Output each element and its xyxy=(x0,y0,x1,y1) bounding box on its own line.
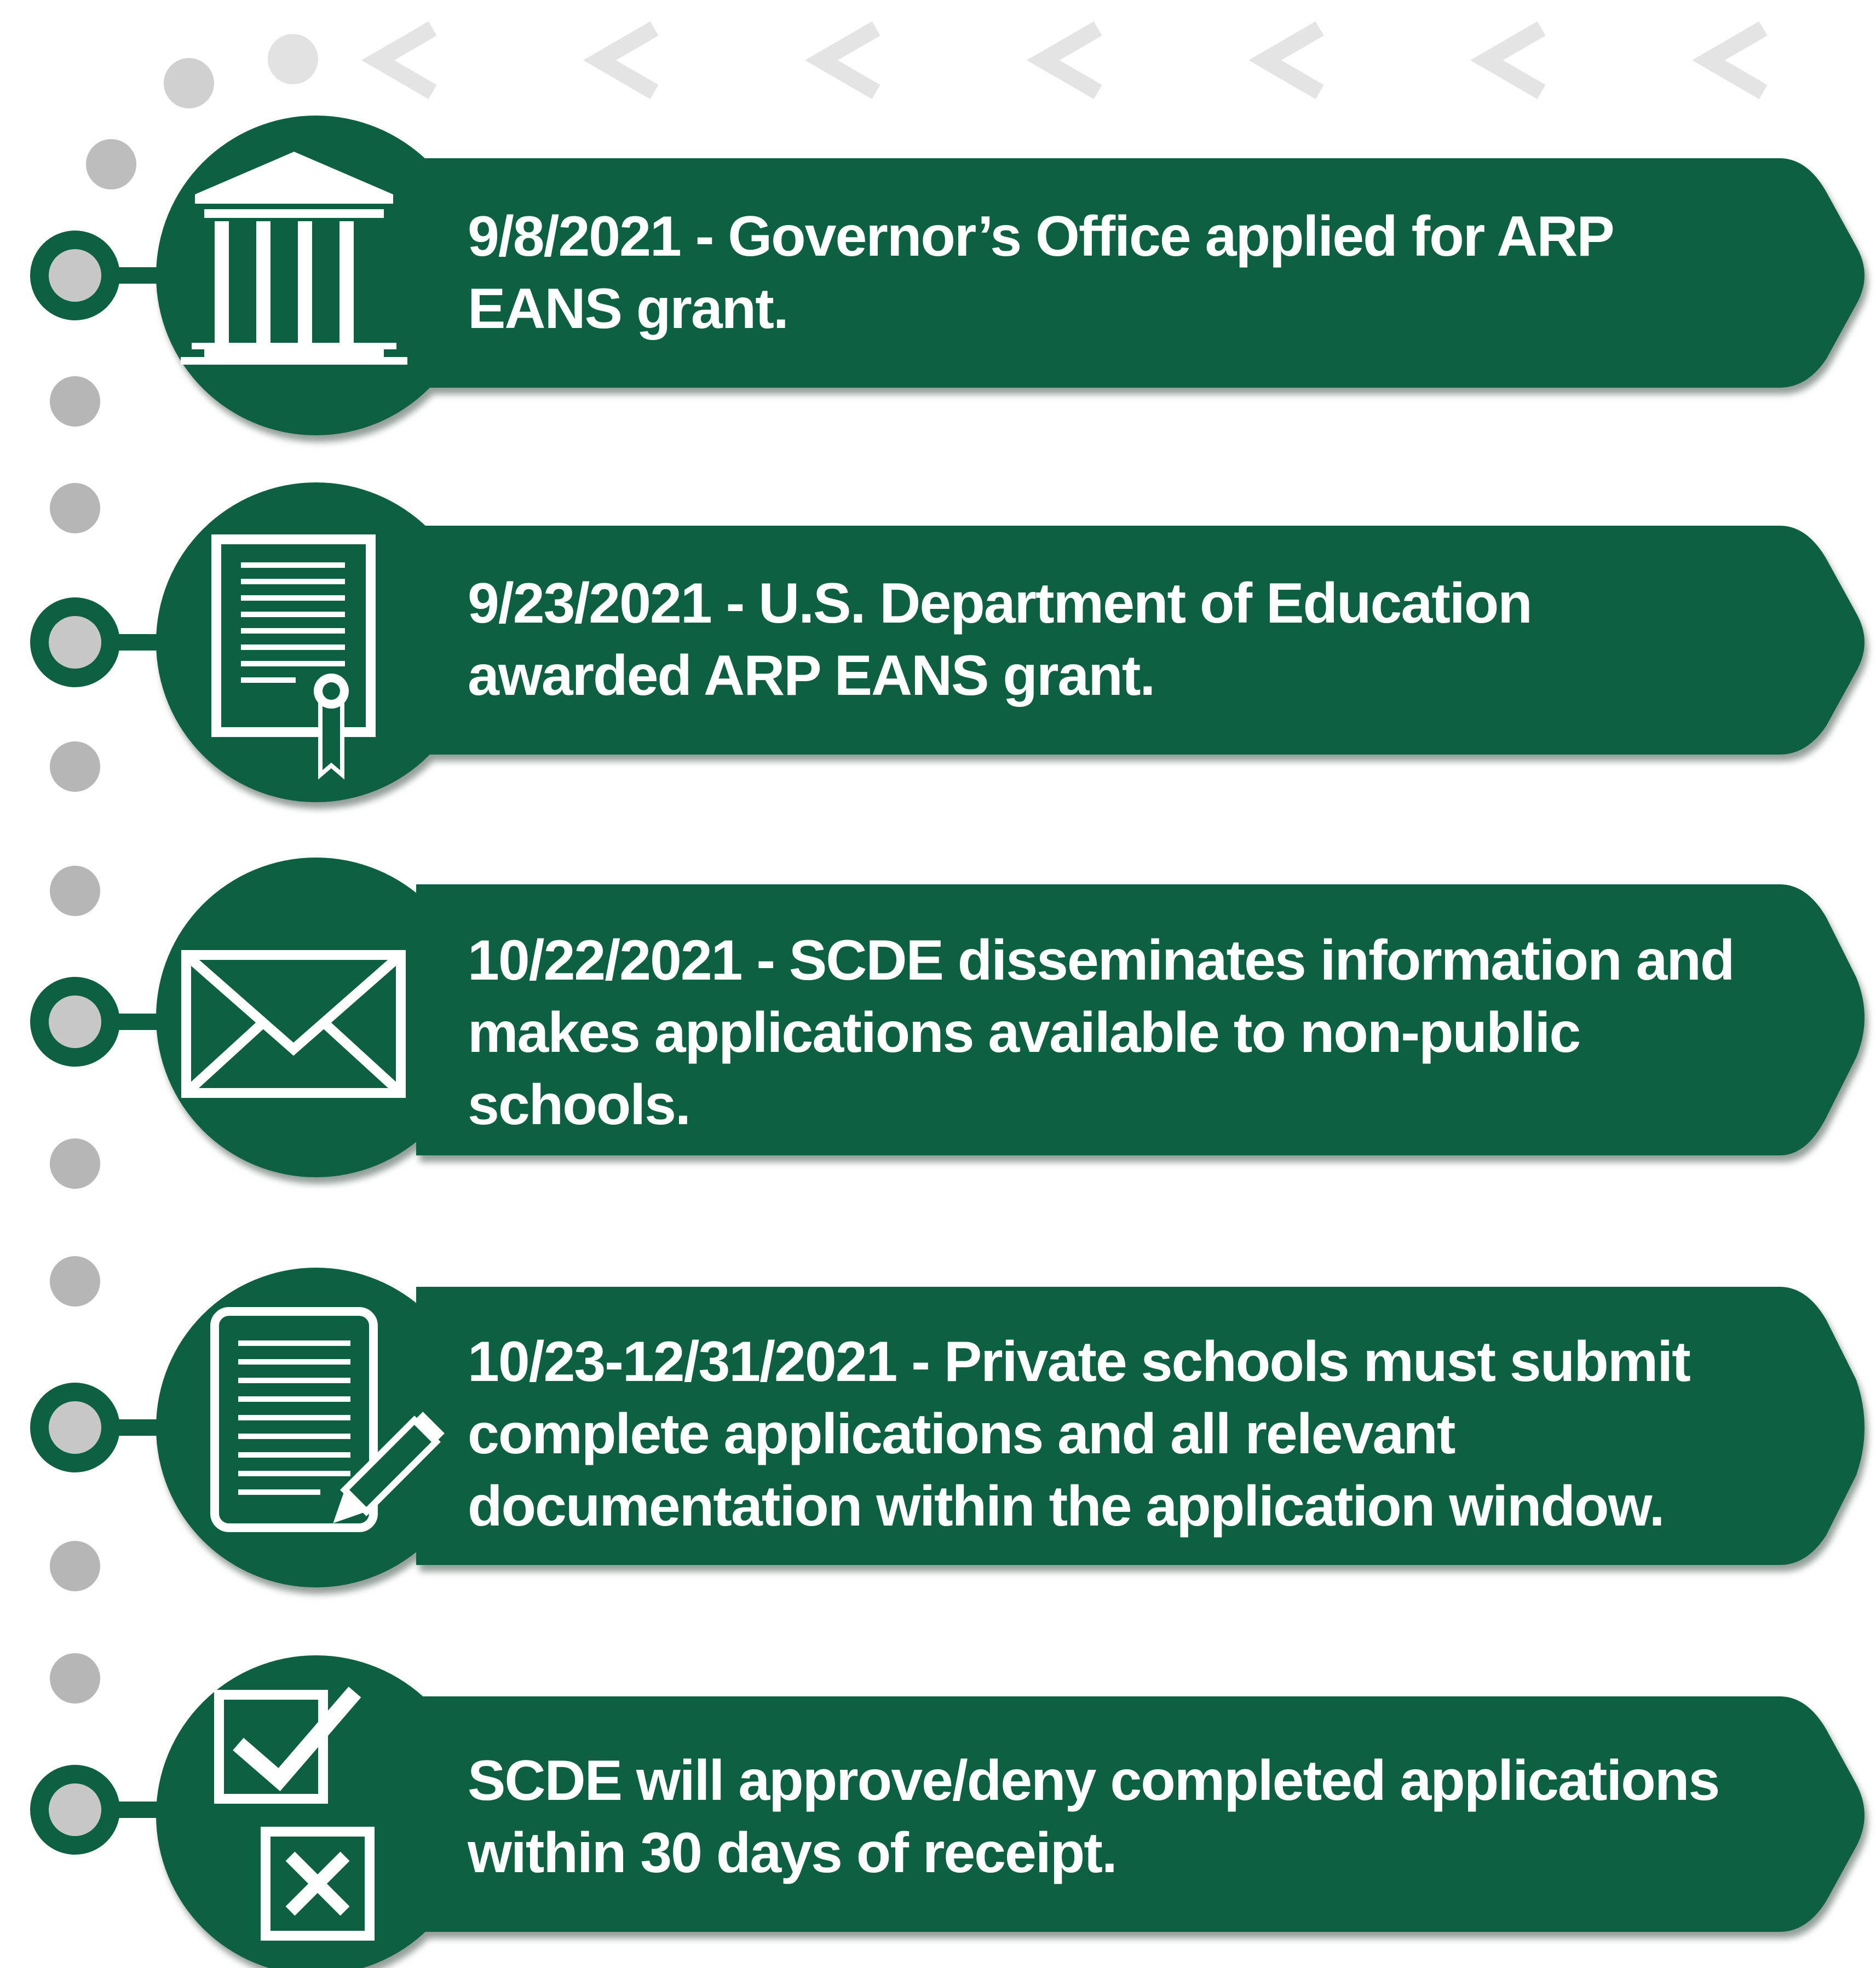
event-text-5: SCDE will approve/deny completed applica… xyxy=(468,1749,1720,1885)
connector-dot xyxy=(50,1256,100,1307)
chevron-left-icon xyxy=(583,21,659,99)
event-text-2: 9/23/2021 - U.S. Department of Education… xyxy=(468,572,1533,707)
connector-dot xyxy=(50,376,100,427)
chevron-left-icon xyxy=(1248,21,1324,99)
connector-dot xyxy=(50,1653,100,1704)
connector-dot xyxy=(50,741,100,792)
chevron-left-icon xyxy=(1470,21,1546,99)
envelope-icon xyxy=(181,950,406,1098)
certificate-document-icon xyxy=(211,534,376,780)
banner-4 xyxy=(156,1268,1865,1587)
chevron-row xyxy=(361,21,1768,99)
banner-2 xyxy=(156,482,1865,802)
banner-5 xyxy=(156,1655,1865,1968)
connector-dots xyxy=(50,34,318,1704)
checkbox-approve-deny-icon xyxy=(214,1687,375,1941)
event-text-1: 9/8/2021 - Governor’s Office applied for… xyxy=(468,205,1614,341)
connector-dot xyxy=(50,483,100,533)
timeline-row-5 xyxy=(30,1655,1865,1968)
chevron-left-icon xyxy=(1027,21,1102,99)
connector-dot xyxy=(50,1138,100,1189)
timeline-row-1 xyxy=(30,116,1865,435)
event-text-4: 10/23-12/31/2021 - Private schools must … xyxy=(468,1330,1691,1538)
connector-dot xyxy=(50,866,100,916)
timeline-row-4 xyxy=(30,1268,1865,1587)
chevron-left-icon xyxy=(361,21,437,99)
chevron-left-icon xyxy=(1692,21,1768,99)
connector-dot xyxy=(86,139,136,189)
timeline-row-2 xyxy=(30,482,1865,802)
connector-dot xyxy=(268,34,318,84)
document-pencil-icon xyxy=(210,1307,445,1532)
government-building-icon xyxy=(181,152,407,365)
connector-dot xyxy=(50,1541,100,1591)
timeline-row-3 xyxy=(30,858,1865,1177)
chevron-left-icon xyxy=(805,21,881,99)
event-text-3: 10/22/2021 - SCDE disseminates informati… xyxy=(468,929,1735,1137)
connector-dot xyxy=(164,58,214,108)
